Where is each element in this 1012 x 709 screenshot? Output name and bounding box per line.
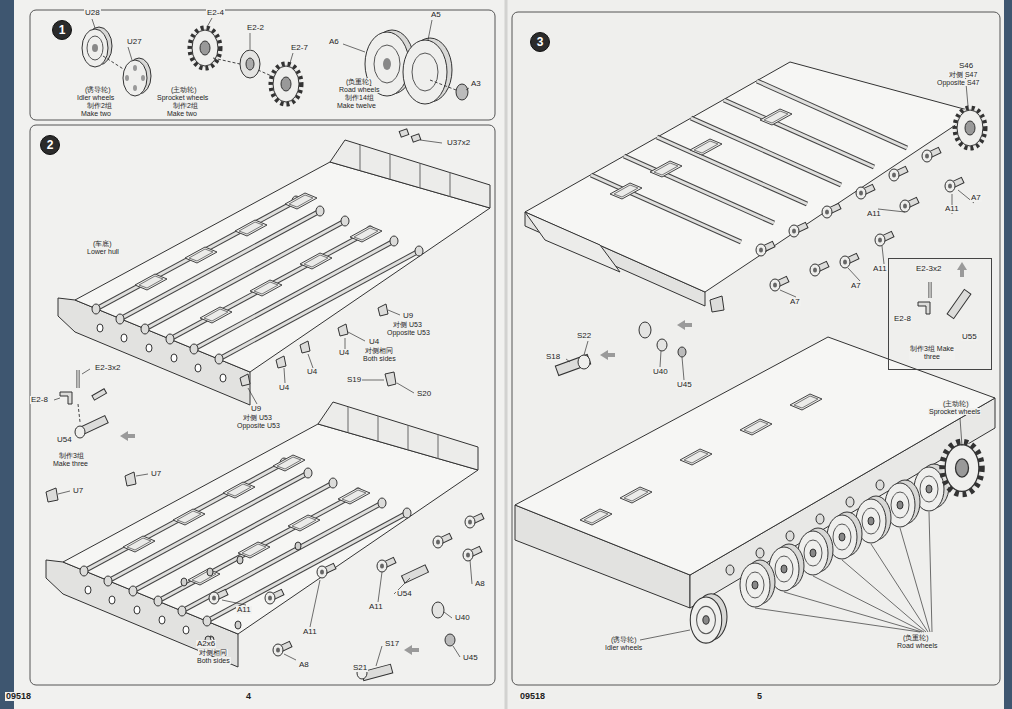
part-label: U4 <box>306 368 318 376</box>
part-label: U28 <box>84 9 101 17</box>
part-label: 对侧 U53 <box>392 321 423 328</box>
part-label: 制作3组 <box>58 452 85 459</box>
part-label: Make two <box>80 110 112 117</box>
part-label: S22 <box>576 332 592 340</box>
step-number: 1 <box>52 20 72 40</box>
part-label: U27 <box>126 38 143 46</box>
part-label: U7 <box>150 470 162 478</box>
part-label: A2x6 <box>196 640 216 648</box>
page-number: 4 <box>245 692 252 701</box>
step-circle <box>531 33 550 52</box>
part-label: A3 <box>470 80 482 88</box>
part-label: Both sides <box>362 355 397 362</box>
part-label: U45 <box>676 381 693 389</box>
part-label: Opposite U53 <box>386 329 431 336</box>
part-label: Idler wheels <box>604 644 643 651</box>
part-label: Sprocket wheels <box>928 408 981 415</box>
step-number-text: 3 <box>530 32 550 52</box>
part-label: Road wheels <box>896 642 938 649</box>
part-label: 制作2组 <box>172 102 199 109</box>
part-label: 对侧 U53 <box>242 414 273 421</box>
part-label: A11 <box>866 210 882 218</box>
part-label: S19 <box>346 376 362 384</box>
part-label: (诱导轮) <box>610 636 638 643</box>
part-label: Opposite S47 <box>936 79 980 86</box>
part-label: E2-4 <box>206 9 225 17</box>
part-label: S18 <box>545 353 561 361</box>
part-label: E2-8 <box>893 315 912 323</box>
part-label: 制作14组 <box>344 94 375 101</box>
part-label: A7 <box>850 282 862 290</box>
part-label: U54 <box>396 590 413 598</box>
part-label: (负重轮) <box>345 78 373 85</box>
part-label: A5 <box>430 11 442 19</box>
part-label: Lower hull <box>86 248 120 255</box>
part-label: A11 <box>872 265 888 273</box>
part-label: A11 <box>944 205 960 213</box>
part-label: A7 <box>970 194 982 202</box>
part-label: U4 <box>338 349 350 357</box>
part-label: U45 <box>462 654 479 662</box>
part-label: E2-3x2 <box>94 364 121 372</box>
part-label: Sprocket wheels <box>156 94 209 101</box>
part-label: A7 <box>789 298 801 306</box>
part-label: U37x2 <box>446 139 471 147</box>
page-number: 5 <box>756 692 763 701</box>
part-label: (诱导轮) <box>84 86 112 93</box>
part-label: U54 <box>56 436 73 444</box>
step-circle <box>41 136 60 155</box>
part-label: S17 <box>384 640 400 648</box>
part-label: 制作3组 Make three <box>909 345 955 360</box>
part-label: S46 <box>958 62 974 70</box>
part-label: (车底) <box>92 240 113 247</box>
part-label: (负重轮) <box>902 634 930 641</box>
part-label: (主动轮) <box>942 400 970 407</box>
part-label: A11 <box>302 628 318 636</box>
part-label: 对侧相同 <box>364 347 394 354</box>
part-label: Make three <box>52 460 89 467</box>
part-label: 对侧相同 <box>198 649 228 656</box>
part-label: U55 <box>961 333 978 341</box>
part-label: A6 <box>328 38 340 46</box>
step-number-text: 2 <box>40 135 60 155</box>
part-label: E2-7 <box>290 44 309 52</box>
part-label: U9 <box>402 312 414 320</box>
part-label: E2-3x2 <box>915 265 942 273</box>
part-label: Road wheels <box>338 86 380 93</box>
part-label: A11 <box>368 603 384 611</box>
part-label: Idler wheels <box>76 94 115 101</box>
page-number: 09518 <box>5 692 32 701</box>
step-circle <box>53 21 72 40</box>
part-label: Make two <box>166 110 198 117</box>
part-label: S20 <box>416 390 432 398</box>
part-label: U40 <box>652 368 669 376</box>
part-label: U9 <box>250 405 262 413</box>
part-label: U7 <box>72 487 84 495</box>
part-label: E2-8 <box>30 396 49 404</box>
part-label: U4 <box>368 338 380 346</box>
part-label: U40 <box>454 614 471 622</box>
step-number: 3 <box>530 32 550 52</box>
part-label: E2-2 <box>246 24 265 32</box>
part-label: S21 <box>352 664 368 672</box>
step-number: 2 <box>40 135 60 155</box>
part-label: Opposite U53 <box>236 422 281 429</box>
part-label: 对侧 S47 <box>948 71 978 78</box>
part-label: 制作2组 <box>86 102 113 109</box>
page-number: 09518 <box>519 692 546 701</box>
part-label: U4 <box>278 384 290 392</box>
inset-box: E2-3x2E2-8U55 制作3组 Make three <box>888 258 992 370</box>
part-label: (主动轮) <box>170 86 198 93</box>
part-label: Both sides <box>196 657 231 664</box>
part-label: Make twelve <box>336 102 377 109</box>
step-number-text: 1 <box>52 20 72 40</box>
part-label: A8 <box>474 580 486 588</box>
part-label: A8 <box>298 661 310 669</box>
part-label: A11 <box>236 606 252 614</box>
